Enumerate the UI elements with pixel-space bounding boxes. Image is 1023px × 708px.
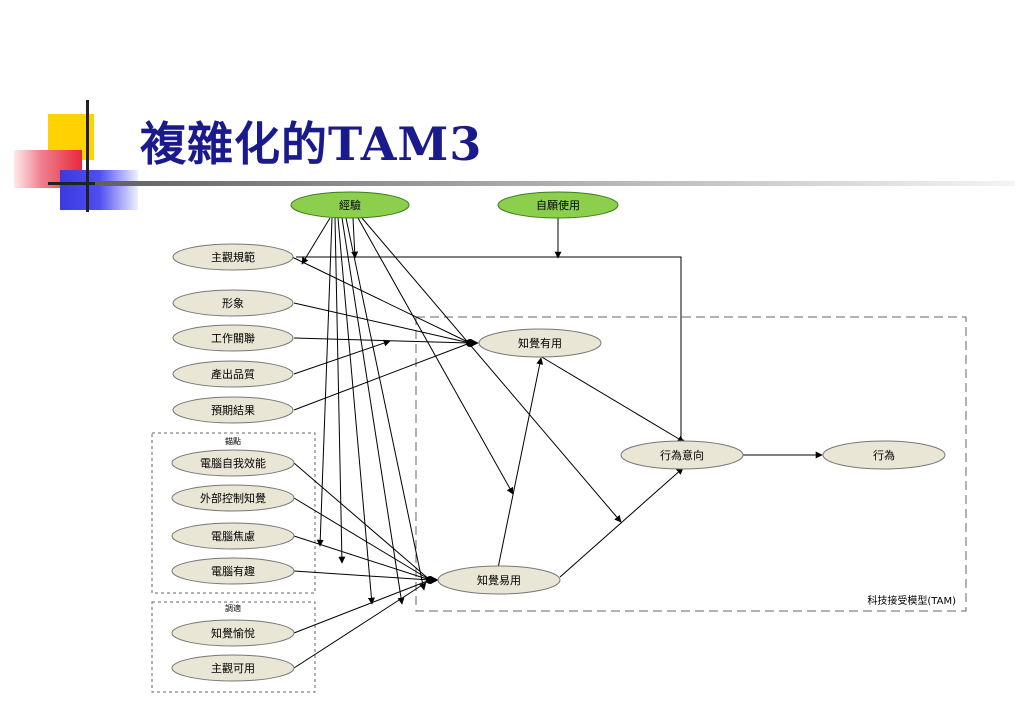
node-computer-playfulness: 電腦有趣 — [171, 557, 295, 585]
node-image: 形象 — [172, 289, 294, 317]
svg-text:經驗: 經驗 — [339, 198, 361, 212]
node-job-relevance: 工作關聯 — [172, 324, 294, 352]
svg-text:電腦焦慮: 電腦焦慮 — [211, 529, 255, 543]
node-computer-self-efficacy: 電腦自我效能 — [171, 449, 295, 477]
node-intention: 行為意向 — [620, 440, 744, 470]
node-subjective-norm: 主觀規範 — [172, 243, 294, 271]
svg-text:行為意向: 行為意向 — [660, 448, 704, 462]
tam-group-box — [415, 316, 967, 612]
node-result-demonstrability: 預期結果 — [172, 396, 294, 424]
svg-text:形象: 形象 — [222, 297, 244, 310]
svg-text:知覺易用: 知覺易用 — [477, 573, 521, 587]
ease-junction — [426, 576, 434, 584]
deco-blue-square — [60, 170, 138, 210]
title-divider — [95, 181, 1015, 186]
svg-text:知覺有用: 知覺有用 — [518, 336, 562, 350]
svg-text:外部控制知覺: 外部控制知覺 — [200, 491, 266, 505]
node-behavior: 行為 — [822, 440, 946, 470]
svg-text:主觀規範: 主觀規範 — [211, 250, 255, 264]
svg-text:預期結果: 預期結果 — [211, 403, 255, 417]
deco-horizontal-line — [48, 182, 98, 185]
anchor-group-box — [151, 432, 316, 594]
adjustment-group-label: 調適 — [225, 603, 241, 613]
svg-text:自願使用: 自願使用 — [536, 199, 580, 212]
node-enjoyment: 知覺愉悅 — [171, 619, 295, 647]
node-external-control: 外部控制知覺 — [171, 484, 295, 512]
svg-text:產出品質: 產出品質 — [211, 367, 255, 381]
svg-text:電腦自我效能: 電腦自我效能 — [200, 456, 266, 470]
svg-text:電腦有趣: 電腦有趣 — [211, 564, 255, 578]
node-output-quality: 產出品質 — [172, 360, 294, 388]
node-perceived-ease: 知覺易用 — [437, 565, 561, 595]
svg-text:主觀可用: 主觀可用 — [211, 662, 255, 675]
node-objective-usability: 主觀可用 — [171, 654, 295, 682]
deco-vertical-line — [86, 100, 89, 212]
slide-title: 複雜化的TAM3 — [140, 117, 483, 171]
node-perceived-usefulness: 知覺有用 — [478, 328, 602, 358]
node-computer-anxiety: 電腦焦慮 — [171, 522, 295, 550]
node-experience: 經驗 — [290, 191, 410, 219]
svg-text:行為: 行為 — [873, 448, 895, 462]
svg-text:工作關聯: 工作關聯 — [211, 332, 255, 345]
usefulness-junction — [466, 339, 474, 347]
node-voluntariness: 自願使用 — [497, 191, 619, 219]
svg-text:知覺愉悅: 知覺愉悅 — [211, 626, 255, 640]
anchor-group-label: 錨點 — [225, 436, 241, 446]
tam-group-label: 科技接受模型(TAM) — [867, 594, 956, 607]
